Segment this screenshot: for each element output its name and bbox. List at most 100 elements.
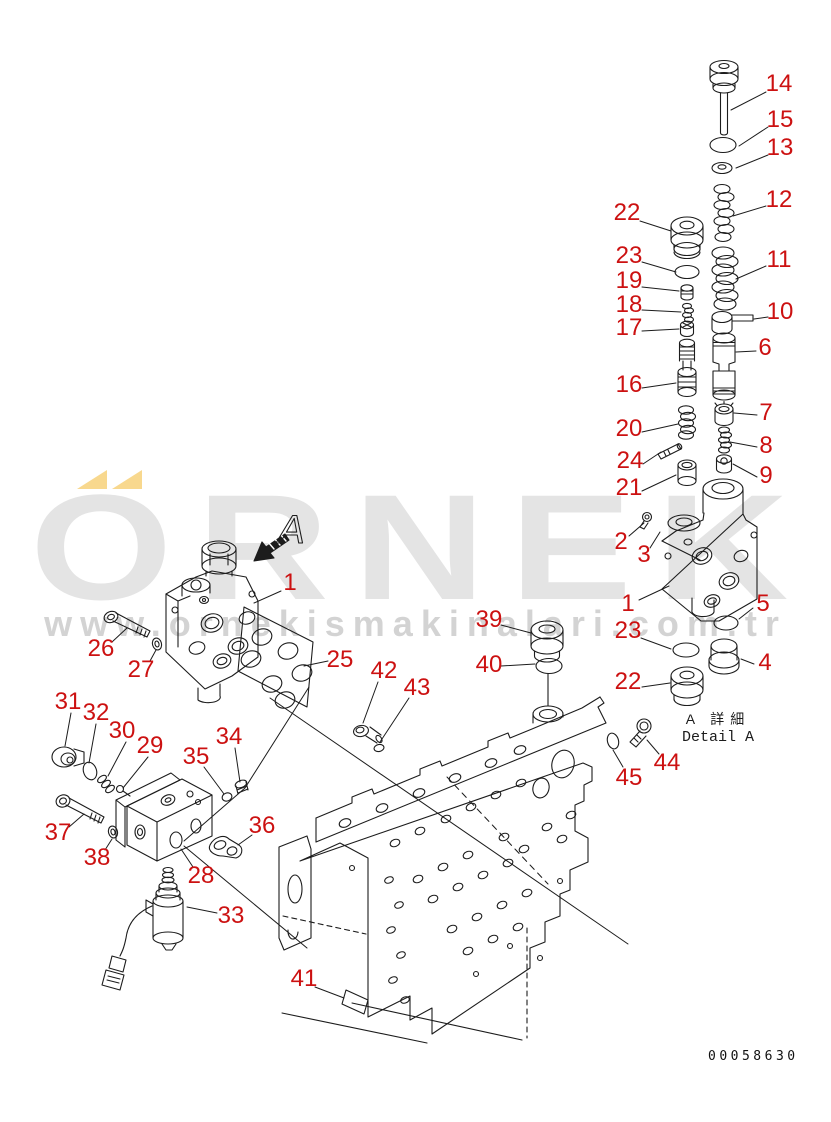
leader-line-1 — [638, 585, 670, 601]
leader-line-36 — [237, 834, 253, 846]
part-38-washer — [107, 825, 119, 839]
leader-line-8 — [729, 441, 758, 448]
assembly-lines — [183, 686, 629, 949]
valve-body-1 — [165, 540, 259, 704]
leader-line-30 — [107, 741, 127, 777]
part-11-spring — [711, 246, 739, 311]
leader-line-20 — [641, 423, 679, 433]
leader-lines — [64, 91, 769, 999]
part-27-washer — [151, 637, 163, 651]
leader-line-39 — [500, 624, 532, 634]
detail-a-caption-japanese: A 詳細 — [685, 711, 751, 727]
part-45-o-ring — [606, 732, 620, 750]
leader-line-23 — [640, 637, 672, 650]
part-19-plug — [680, 284, 694, 301]
part-18-spring-small — [681, 302, 695, 323]
leader-line-31 — [64, 712, 72, 747]
watermark-brand-text: ORNEK — [30, 463, 813, 631]
leader-line-35 — [203, 766, 225, 795]
leader-line-10 — [753, 316, 769, 320]
leader-line-22 — [639, 220, 672, 232]
part-15-o-ring — [709, 136, 737, 154]
leader-line-32 — [88, 723, 97, 764]
part-39-cap — [530, 620, 564, 663]
part-9-seat — [715, 454, 733, 474]
leader-line-16 — [641, 382, 677, 389]
leader-line-24 — [642, 451, 662, 465]
part-10-piston — [711, 310, 754, 335]
part-42-plug — [353, 724, 383, 744]
leader-line-21 — [641, 474, 677, 492]
leader-line-43 — [379, 697, 410, 743]
part-35-o-ring — [221, 792, 233, 802]
leader-line-11 — [735, 265, 767, 280]
part-20-spring — [677, 405, 697, 440]
leader-line-1 — [253, 590, 282, 604]
part-40-o-ring — [535, 657, 563, 707]
leader-line-25 — [303, 660, 329, 667]
leader-line-4 — [740, 658, 755, 665]
leader-line-38 — [104, 838, 113, 851]
leader-line-6 — [735, 350, 757, 353]
detail-a-marker-arrow — [253, 533, 290, 562]
detail-a-caption: A 詳細 Detail A — [672, 710, 764, 748]
part-7-plug — [714, 400, 734, 427]
part-23-o-ring-bottom — [672, 642, 700, 658]
part-16-valve — [677, 338, 697, 398]
leader-line-29 — [122, 756, 149, 789]
leader-line-15 — [738, 126, 769, 147]
leader-line-2 — [628, 522, 645, 537]
part-22-cap-bottom — [670, 666, 704, 707]
leader-line-28 — [180, 848, 194, 868]
leader-line-26 — [111, 627, 128, 643]
detail-a-caption-english: Detail A — [681, 729, 754, 746]
part-32-o-ring — [82, 761, 98, 781]
part-24-pin — [657, 443, 683, 460]
leader-line-34 — [234, 747, 241, 783]
leader-line-44 — [646, 739, 660, 755]
manifold-top-rail — [315, 696, 607, 843]
part-2-bolt-small — [639, 511, 653, 530]
leader-line-45 — [612, 749, 624, 768]
leader-line-27 — [149, 649, 157, 662]
leader-line-7 — [733, 412, 758, 416]
leader-line-18 — [641, 309, 682, 313]
part-4-cap — [708, 638, 740, 675]
part-12-spring — [713, 183, 735, 243]
part-8-spring-small — [717, 426, 733, 454]
part-43-o-ring — [373, 743, 385, 753]
leader-line-23 — [641, 261, 677, 273]
part-23-o-ring-top — [674, 264, 700, 280]
part-26-bolt — [103, 610, 151, 638]
leader-line-42 — [362, 681, 379, 724]
part-13-washer — [711, 161, 733, 175]
leader-line-17 — [641, 328, 680, 332]
part-36-gasket — [208, 836, 243, 859]
leader-line-22 — [641, 682, 671, 688]
leader-line-13 — [735, 154, 769, 169]
leader-line-33 — [186, 906, 218, 914]
leader-line-40 — [500, 663, 536, 667]
part-44-bolt — [629, 718, 652, 748]
part-30-spring-small — [97, 774, 115, 794]
leader-line-41 — [314, 986, 345, 999]
detail-a-marker-letter: A — [276, 508, 305, 552]
part-22-cap-top — [670, 216, 704, 260]
part-6-valve — [712, 332, 736, 401]
part-33-solenoid — [101, 866, 184, 991]
part-31-fitting — [51, 746, 85, 768]
leader-line-19 — [641, 286, 680, 292]
part-28-block — [115, 772, 213, 862]
leader-line-37 — [68, 813, 85, 828]
leader-line-12 — [732, 205, 767, 217]
leader-line-5 — [738, 607, 754, 620]
part-5-o-ring — [713, 615, 739, 631]
leader-line-9 — [732, 463, 758, 478]
part-14-stem — [709, 59, 739, 136]
part-21-bushing — [677, 459, 697, 487]
part-25-gasket — [237, 606, 314, 709]
part-17-nut — [679, 320, 695, 338]
part-29-pin — [115, 784, 131, 797]
